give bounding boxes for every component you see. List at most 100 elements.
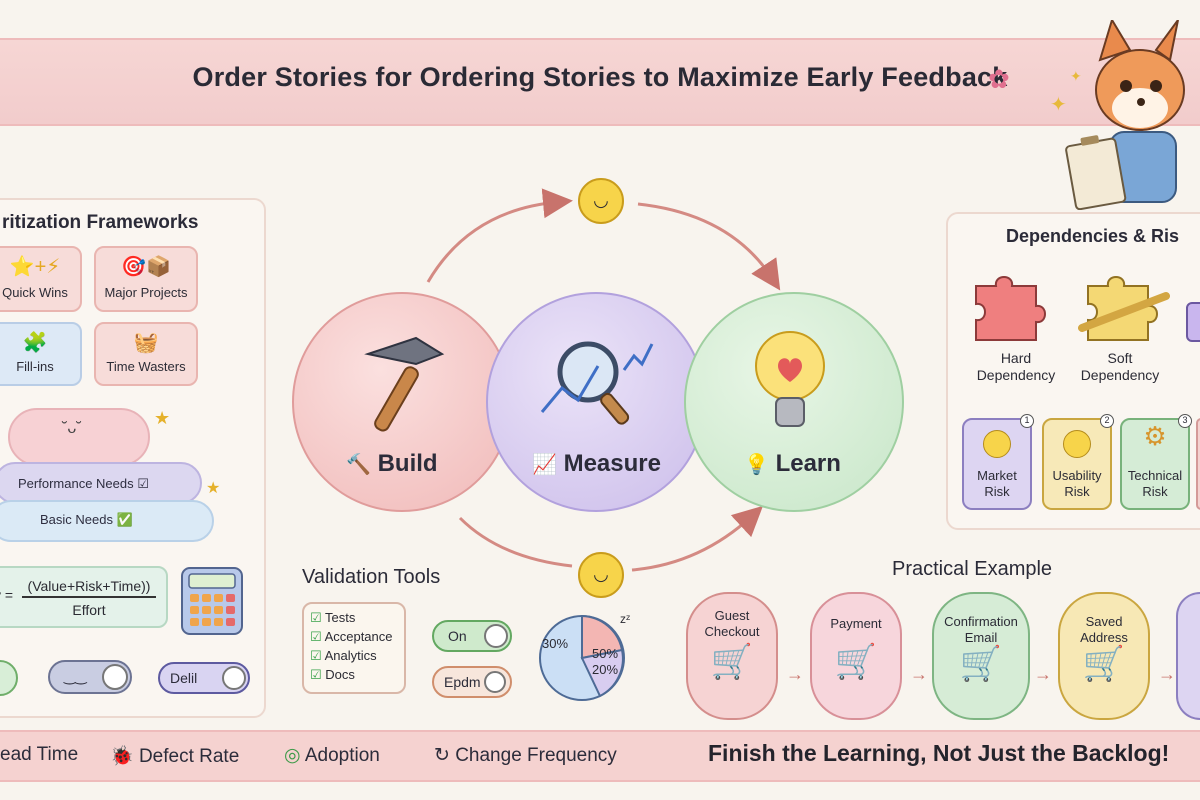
step-saved-address[interactable]: Saved Address 🛒 <box>1058 592 1150 720</box>
toggle-label: Delil <box>170 670 198 686</box>
step-partial <box>1176 592 1200 720</box>
chart-checkbox-icon: ☑ <box>137 476 149 491</box>
validation-title: Validation Tools <box>302 566 441 588</box>
soft-dependency-label: Soft Dependency <box>1080 350 1160 383</box>
smiley-icon <box>983 430 1011 458</box>
hammer-icon <box>364 336 445 432</box>
basic-needs-label: Basic Needs ✅ <box>40 512 133 527</box>
bottom-bar <box>0 730 1200 782</box>
prioritization-title: ritization Frameworks <box>2 212 199 233</box>
cart-icon: 🛒 <box>959 645 1003 683</box>
cloud-basic-layer <box>0 500 214 542</box>
cloud-top <box>8 408 150 466</box>
usability-risk-card[interactable]: Usability Risk 2 <box>1042 414 1114 510</box>
metric-change-frequency: ↻ Change Frequency <box>434 745 617 766</box>
hammer-small-icon: 🔨 <box>346 454 371 476</box>
checklist-item: ☑ Acceptance <box>310 629 393 644</box>
tile-label: Fill-ins <box>16 359 54 374</box>
checklist: ☑ Tests ☑ Acceptance ☑ Analytics ☑ Docs <box>310 608 393 684</box>
cart-icon: 🛒 <box>834 643 878 681</box>
smiley-icon: ◡ <box>578 178 624 224</box>
measure-circle[interactable] <box>486 292 706 512</box>
checklist-item: ☑ Analytics <box>310 648 377 663</box>
pie-label-b: 50% <box>592 646 619 661</box>
gear-icon: ⚙ <box>1143 421 1167 451</box>
toggle-on[interactable]: On <box>432 620 512 652</box>
yellow-puzzle-icon <box>1078 276 1170 341</box>
tile-label: Major Projects <box>104 285 188 300</box>
page-title: Order Stories for Ordering Stories to Ma… <box>192 62 1008 92</box>
checkmark-icon: ✅ <box>116 512 133 527</box>
tile-time-wasters[interactable]: 🧺 Time Wasters <box>94 322 198 386</box>
tile-major-projects[interactable]: 🎯📦 Major Projects <box>94 246 198 312</box>
toggle-knob <box>102 664 128 690</box>
bulb-small-icon: 💡 <box>744 454 769 476</box>
example-title: Practical Example <box>892 558 1053 580</box>
toggle-face[interactable]: ‿‿ <box>48 660 132 694</box>
tile-fill-ins[interactable]: 🧩 Fill-ins <box>0 322 82 386</box>
technical-risk-card[interactable]: ⚙ Technical Risk 3 <box>1120 414 1192 510</box>
cart-icon: 🛒 <box>1082 645 1126 683</box>
basket-icon: 🧺 <box>133 332 159 354</box>
check-icon: ☑ <box>310 629 322 644</box>
pie-label-a: 30% <box>542 636 569 651</box>
step-confirmation-email[interactable]: Confirmation Email 🛒 <box>932 592 1030 720</box>
arrow-icon: → <box>910 664 928 684</box>
formula-prefix: y = <box>0 587 14 603</box>
refresh-icon: ↻ <box>434 745 450 766</box>
hard-dependency-label: Hard Dependency <box>976 350 1056 383</box>
market-risk-card[interactable]: Market Risk 1 <box>962 414 1034 510</box>
face-icon: ‿‿ <box>64 668 87 684</box>
step-guest-checkout[interactable]: Guest Checkout 🛒 <box>686 592 778 720</box>
risk-card-partial <box>1196 418 1200 510</box>
metric-adoption: ◎ Adoption <box>284 745 380 766</box>
star-icon: ★ <box>206 480 221 497</box>
title-banner <box>0 38 1200 126</box>
check-icon: ☑ <box>310 648 322 663</box>
arrow-icon: → <box>1034 664 1052 684</box>
tile-label: Time Wasters <box>106 359 186 374</box>
smiling-face-icon: ˘ᴗ˘ <box>62 420 82 437</box>
lightbulb-icon <box>755 331 825 427</box>
arrow-icon: → <box>1158 664 1176 684</box>
toggle-delil[interactable]: Delil <box>158 662 250 694</box>
smiley-icon <box>1063 430 1091 458</box>
toggle-knob <box>222 666 246 690</box>
risk-badge: 2 <box>1100 414 1114 428</box>
pie-chart-icon <box>539 614 625 701</box>
arrow-icon: → <box>786 664 804 684</box>
sparkle-icon: ✦ <box>1070 68 1082 84</box>
step-payment[interactable]: Payment 🛒 <box>810 592 902 720</box>
ladybug-icon: 🐞 <box>110 746 134 767</box>
tile-quick-wins[interactable]: ⭐+⚡ Quick Wins <box>0 246 82 312</box>
calculator-icon <box>181 567 243 635</box>
dependencies-title: Dependencies & Ris <box>1006 226 1180 246</box>
check-icon: ☑ <box>310 610 322 625</box>
toggle-knob <box>484 624 508 648</box>
target-box-icon: 🎯📦 <box>121 256 171 278</box>
purple-puzzle-icon <box>1186 302 1200 342</box>
check-icon: ☑ <box>310 667 322 682</box>
sparkle-icon: ✦ <box>1050 94 1067 116</box>
metric-lead-time: ead Time <box>0 744 79 765</box>
build-label: 🔨 Build <box>346 450 438 477</box>
checklist-item: ☑ Docs <box>310 667 355 682</box>
star-icon: ★ <box>154 408 171 428</box>
chart-small-icon: 📈 <box>532 454 557 476</box>
formula-divider <box>22 596 156 598</box>
tile-label: Quick Wins <box>2 285 68 300</box>
toggle-knob <box>484 671 506 693</box>
fox-mascot-icon <box>1065 20 1185 210</box>
learn-label: 💡 Learn <box>744 450 841 477</box>
flower-icon: ✿ <box>988 64 1010 94</box>
smiley-icon: ◡ <box>578 552 624 598</box>
measure-label: 📈 Measure <box>532 450 661 477</box>
toggle-off[interactable]: Epdm <box>432 666 512 698</box>
sleep-icon: zᶻ <box>620 612 631 626</box>
checklist-bubble <box>302 602 406 694</box>
pie-label-c: 20% <box>592 662 619 677</box>
trend-circle-icon: ◎ <box>284 745 301 766</box>
cycle-arrows <box>426 188 781 572</box>
performance-needs-label: Performance Needs ☑ <box>18 476 149 491</box>
risk-badge: 1 <box>1020 414 1034 428</box>
